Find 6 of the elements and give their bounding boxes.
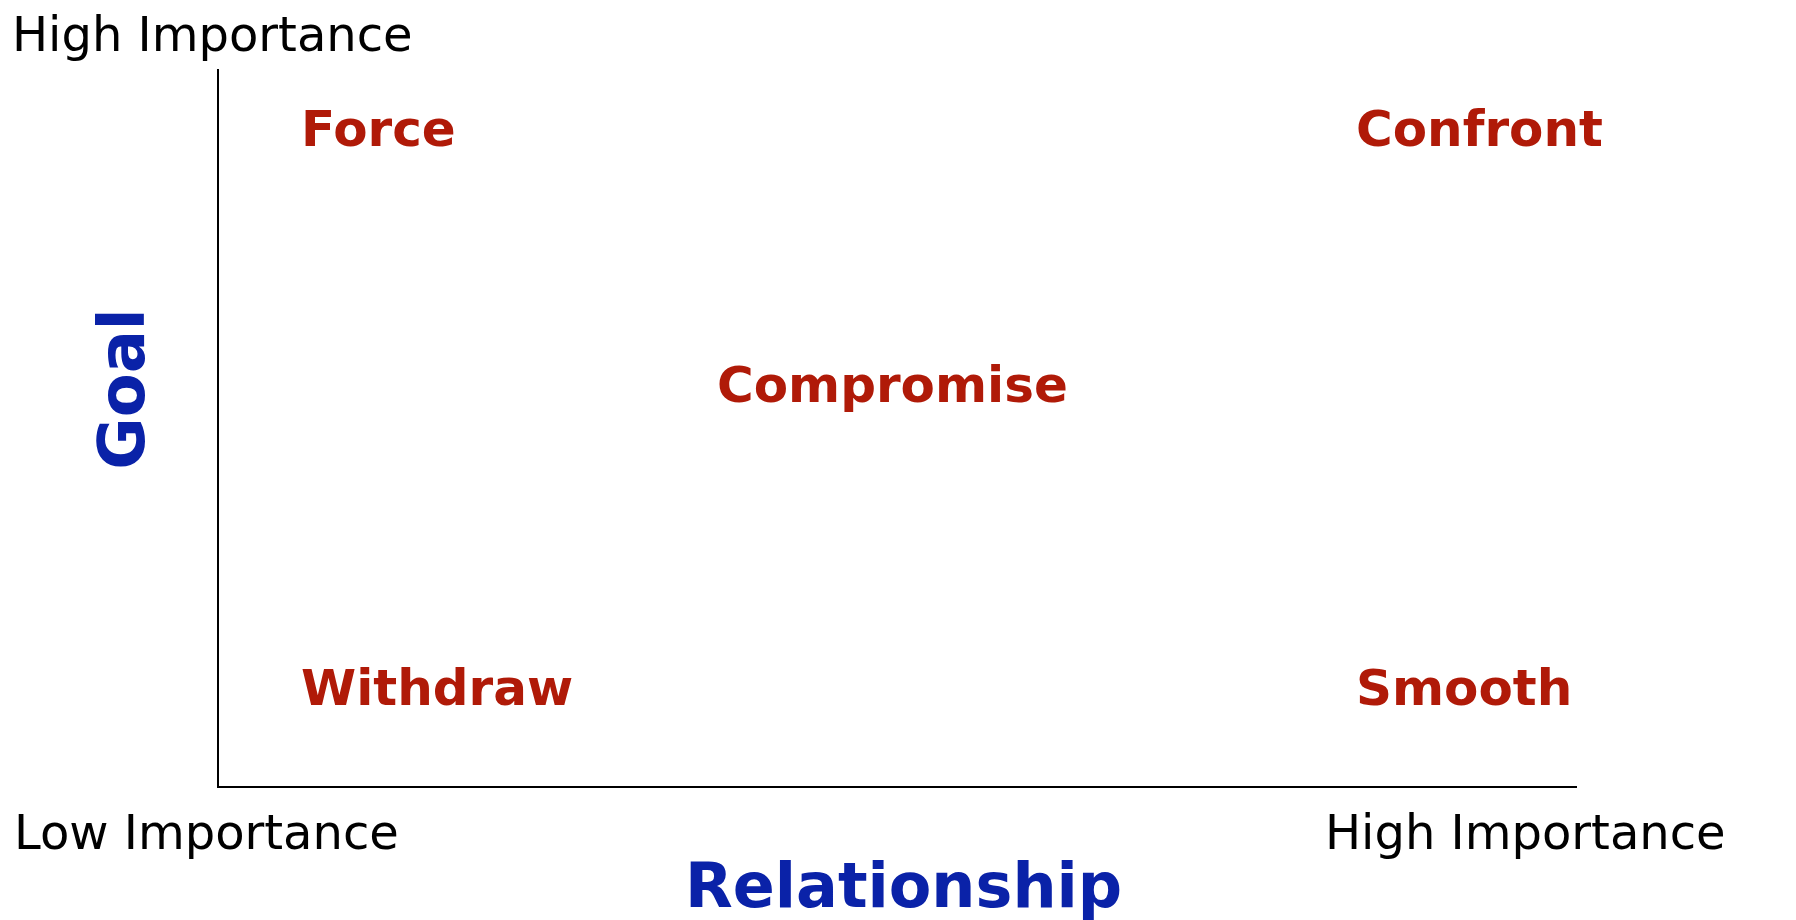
- quadrant-label: Withdraw: [301, 663, 574, 713]
- quadrant-label: Smooth: [1356, 663, 1573, 713]
- quadrant-label: Compromise: [717, 360, 1068, 410]
- quadrant-label: Force: [301, 104, 456, 154]
- quadrant-label: Confront: [1356, 104, 1603, 154]
- axis-title: Goal: [89, 308, 154, 470]
